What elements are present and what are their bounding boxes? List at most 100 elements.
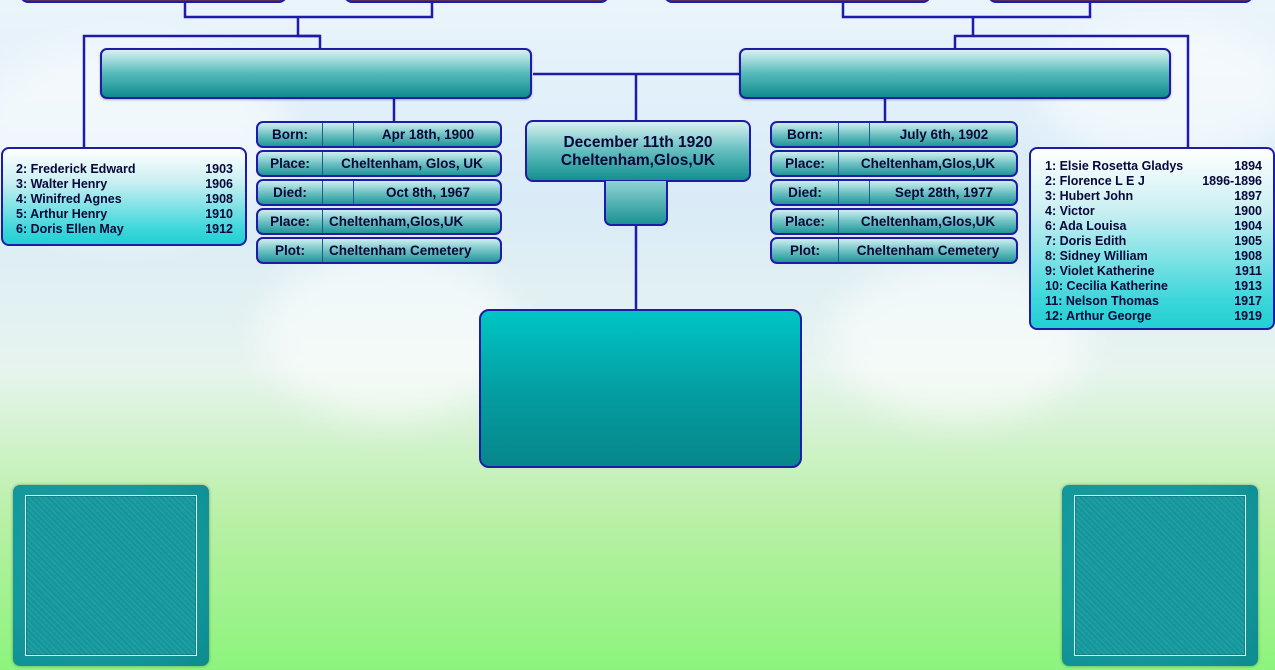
deathplace-value: Cheltenham,Glos,UK: [860, 214, 996, 229]
row-divider: [869, 181, 870, 204]
mother-photo-frame[interactable]: [1062, 485, 1258, 666]
sibling-name: 4: Winifred Agnes: [16, 192, 122, 206]
father-plot-row: Plot: Cheltenham Cemetery: [256, 237, 502, 264]
sibling-year: 1897: [1234, 189, 1262, 203]
sibling-item: 11: Nelson Thomas 1917: [1045, 294, 1262, 309]
sibling-item: 4: Winifred Agnes 1908: [16, 192, 233, 207]
plot-value: Cheltenham Cemetery: [329, 243, 472, 258]
connector-line: [82, 34, 320, 148]
mother-born-row: Born: July 6th, 1902: [770, 121, 1018, 148]
photo-placeholder: [25, 495, 197, 656]
paternal-grandfather-box[interactable]: [20, 0, 287, 3]
sibling-year: 1900: [1234, 204, 1262, 218]
sibling-name: 2: Frederick Edward: [16, 162, 136, 176]
sibling-item: 3: Walter Henry 1906: [16, 177, 233, 192]
sibling-year: 1917: [1234, 294, 1262, 308]
row-divider: [838, 181, 839, 204]
sibling-name: 12: Arthur George: [1045, 309, 1152, 323]
row-divider: [322, 123, 323, 146]
sibling-name: 2: Florence L E J: [1045, 174, 1145, 188]
photo-placeholder: [1074, 495, 1246, 656]
sibling-item: 6: Doris Ellen May 1912: [16, 222, 233, 237]
sibling-name: 7: Doris Edith: [1045, 234, 1127, 248]
sibling-name: 6: Doris Ellen May: [16, 222, 124, 236]
died-label: Died:: [273, 185, 307, 200]
connector-line: [841, 0, 1092, 19]
place-label: Place:: [270, 214, 310, 229]
father-birthplace-row: Place: Cheltenham, Glos, UK: [256, 150, 502, 177]
connector-line: [296, 17, 322, 48]
father-photo-frame[interactable]: [13, 485, 209, 666]
sibling-name: 4: Victor: [1045, 204, 1095, 218]
father-died-row: Died: Oct 8th, 1967: [256, 179, 502, 206]
sibling-item: 10: Cecilia Katherine 1913: [1045, 279, 1262, 294]
sibling-year: 1912: [205, 222, 233, 236]
sibling-year: 1913: [1234, 279, 1262, 293]
mother-birthplace-row: Place: Cheltenham,Glos,UK: [770, 150, 1018, 177]
connector-line: [183, 0, 434, 19]
row-divider: [838, 123, 839, 146]
sibling-name: 9: Violet Katherine: [1045, 264, 1155, 278]
mother-plot-row: Plot: Cheltenham Cemetery: [770, 237, 1018, 264]
marriage-date: December 11th 1920: [563, 134, 713, 151]
sibling-year: 1908: [205, 192, 233, 206]
father-deathplace-row: Place: Cheltenham,Glos,UK: [256, 208, 502, 235]
sibling-name: 1: Elsie Rosetta Gladys: [1045, 159, 1184, 173]
sibling-name: 6: Ada Louisa: [1045, 219, 1127, 233]
marriage-box[interactable]: December 11th 1920 Cheltenham,Glos,UK: [525, 120, 751, 182]
background-cloud: [260, 250, 520, 420]
mother-deathplace-row: Place: Cheltenham,Glos,UK: [770, 208, 1018, 235]
sibling-item: 8: Sidney William 1908: [1045, 249, 1262, 264]
sibling-year: 1908: [1234, 249, 1262, 263]
plot-label: Plot:: [790, 243, 820, 258]
connector-line: [973, 34, 1190, 148]
sibling-name: 3: Walter Henry: [16, 177, 108, 191]
child-name-box[interactable]: [479, 309, 802, 468]
sibling-name: 11: Nelson Thomas: [1045, 294, 1159, 308]
birthplace-value: Cheltenham,Glos,UK: [860, 156, 996, 171]
sibling-item: 12: Arthur George 1919: [1045, 309, 1262, 324]
row-divider: [322, 181, 323, 204]
sibling-name: 10: Cecilia Katherine: [1045, 279, 1168, 293]
sibling-item: 1: Elsie Rosetta Gladys 1894: [1045, 159, 1262, 174]
sibling-item: 4: Victor 1900: [1045, 204, 1262, 219]
died-value: Oct 8th, 1967: [385, 185, 471, 200]
row-divider: [353, 123, 354, 146]
maternal-grandmother-box[interactable]: [988, 0, 1253, 3]
row-divider: [322, 239, 323, 262]
connector-line: [953, 17, 975, 48]
marriage-details-tab[interactable]: [604, 181, 668, 226]
maternal-grandfather-box[interactable]: [664, 0, 931, 3]
row-divider: [322, 210, 323, 233]
row-divider: [838, 239, 839, 262]
father-born-row: Born: Apr 18th, 1900: [256, 121, 502, 148]
mother-name-box[interactable]: [739, 48, 1171, 99]
father-name-box[interactable]: [100, 48, 532, 99]
born-label: Born:: [272, 127, 308, 142]
died-value: Sept 28th, 1977: [894, 185, 994, 200]
sibling-year: 1911: [1234, 264, 1262, 278]
sibling-year: 1919: [1234, 309, 1262, 323]
sibling-year: 1906: [205, 177, 233, 191]
row-divider: [353, 181, 354, 204]
born-value: July 6th, 1902: [899, 127, 989, 142]
sibling-year: 1894: [1234, 159, 1262, 173]
birthplace-value: Cheltenham, Glos, UK: [341, 156, 483, 171]
row-divider: [322, 152, 323, 175]
marriage-place: Cheltenham,Glos,UK: [560, 152, 716, 169]
paternal-grandmother-box[interactable]: [344, 0, 609, 3]
born-label: Born:: [787, 127, 823, 142]
sibling-name: 3: Hubert John: [1045, 189, 1134, 203]
row-divider: [838, 210, 839, 233]
deathplace-value: Cheltenham,Glos,UK: [329, 214, 464, 229]
place-label: Place:: [785, 156, 825, 171]
row-divider: [838, 152, 839, 175]
sibling-item: 3: Hubert John 1897: [1045, 189, 1262, 204]
sibling-name: 8: Sidney William: [1045, 249, 1148, 263]
sibling-name: 5: Arthur Henry: [16, 207, 108, 221]
